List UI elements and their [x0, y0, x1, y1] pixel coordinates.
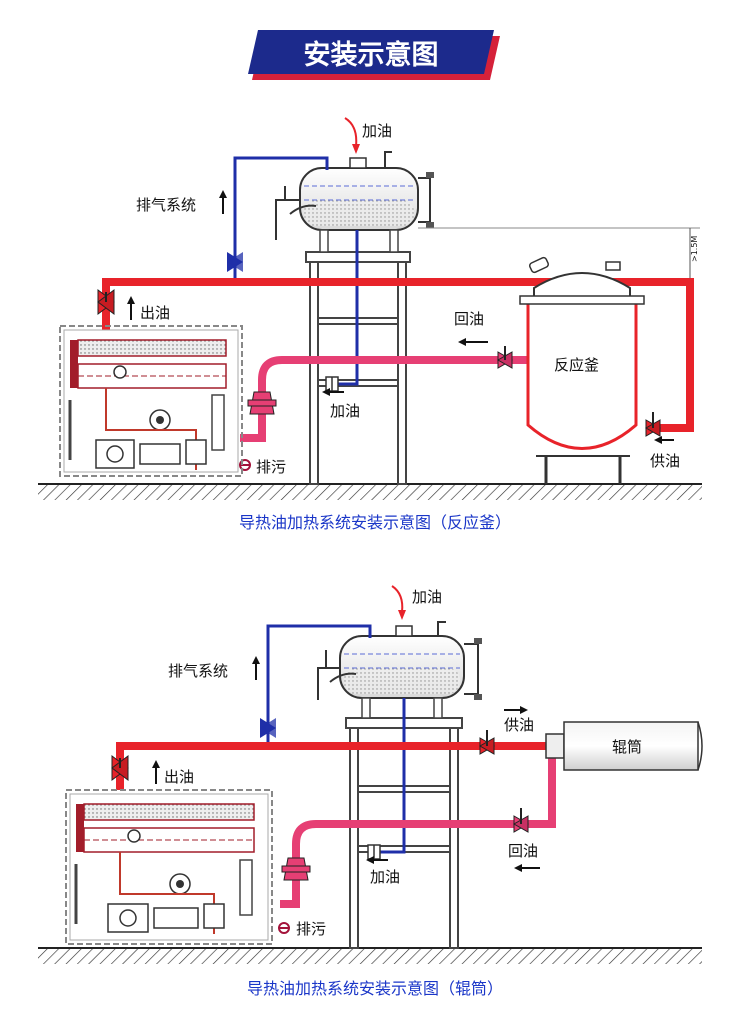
- height-marker: >1.5M: [418, 227, 700, 282]
- label-roller: 辊筒: [612, 738, 642, 756]
- label-drain-2: 排污: [296, 920, 326, 938]
- return-valve: [496, 346, 514, 369]
- ground-hatch-2: [38, 947, 702, 964]
- label-add-oil-bottom: 加油: [330, 402, 360, 420]
- label-vent-system-2: 排气系统: [168, 662, 228, 680]
- hot-oil-pipe-2: [116, 742, 548, 790]
- filter-valve: [247, 391, 277, 415]
- ground-hatch: [38, 483, 702, 500]
- label-oil-out: 出油: [140, 304, 170, 322]
- caption-roller: 导热油加热系统安装示意图（辊筒）: [247, 979, 503, 998]
- drain-valve-2: [278, 922, 290, 934]
- expansion-tank-2: [317, 621, 482, 719]
- filter-valve-2: [281, 857, 311, 881]
- vent-valve-2: [260, 718, 276, 738]
- oil-heater-unit-2: [65, 789, 273, 945]
- reactor-vessel: [519, 256, 645, 484]
- vent-valve: [227, 252, 243, 272]
- diagram-reactor: >1.5M: [38, 117, 702, 532]
- return-oil-pipe-2: [280, 752, 556, 908]
- label-add-oil-top-2: 加油: [412, 588, 442, 606]
- caption-reactor: 导热油加热系统安装示意图（反应釜）: [239, 513, 511, 532]
- add-oil-valve: [325, 376, 339, 392]
- label-supply-oil-2: 供油: [504, 716, 534, 734]
- roller: [545, 721, 703, 771]
- title-banner: 安装示意图: [248, 30, 500, 80]
- label-return-oil-2: 回油: [508, 842, 538, 860]
- supply-valve: [644, 412, 662, 437]
- label-vent-system: 排气系统: [136, 196, 196, 214]
- expansion-tank: [275, 151, 434, 253]
- label-supply-oil: 供油: [650, 452, 680, 470]
- height-label: >1.5M: [690, 236, 699, 262]
- page-title: 安装示意图: [304, 39, 439, 71]
- return-oil-pipe: [240, 356, 530, 442]
- label-return-oil: 回油: [454, 310, 484, 328]
- diagram-roller: 加油 排气系统 出油 供油 回油 加油 排污 辊筒 导热油加热系统安装示意图（辊…: [38, 585, 703, 998]
- flow-arrows-2: [152, 585, 540, 872]
- label-drain: 排污: [256, 458, 286, 476]
- label-add-oil-top: 加油: [362, 122, 392, 140]
- return-valve-2: [512, 808, 530, 833]
- label-add-oil-bottom-2: 加油: [370, 868, 400, 886]
- flow-arrows: [127, 117, 674, 444]
- outlet-valve-2: [111, 755, 129, 781]
- outlet-valve: [97, 289, 115, 315]
- label-reactor: 反应釜: [554, 356, 599, 374]
- label-oil-out-2: 出油: [164, 768, 194, 786]
- oil-heater-unit: [59, 325, 243, 477]
- supply-valve-2: [478, 730, 496, 755]
